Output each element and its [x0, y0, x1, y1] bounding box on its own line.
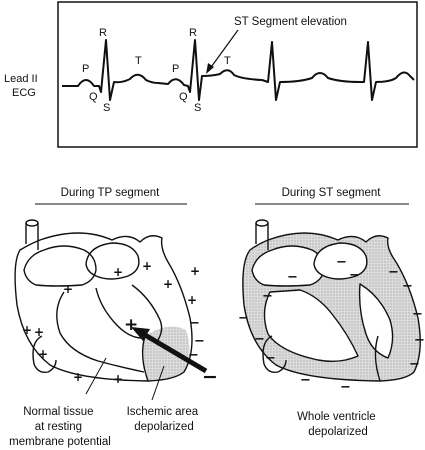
plus-sign: + — [163, 277, 173, 291]
minus-sign: − — [254, 332, 265, 347]
minus-sign: − — [409, 357, 420, 372]
ecg-panel: Lead II ECG P R Q S T P R Q S T ST Segme… — [4, 1, 418, 148]
st-elevation-annotation: ST Segment elevation — [234, 16, 347, 28]
plus-sign: + — [38, 347, 48, 361]
label-t-1: T — [135, 55, 142, 67]
plus-sign: + — [63, 282, 73, 296]
plus-sign: + — [113, 372, 123, 386]
label-t-2: T — [224, 55, 231, 67]
minus-sign: − — [414, 333, 425, 348]
injury-current-vector: + − — [124, 315, 218, 388]
ecg-lead-label: Lead II ECG — [4, 73, 41, 99]
plus-sign: + — [34, 325, 44, 339]
ecg-trace — [62, 39, 415, 101]
ecg-lead-label-line2: ECG — [12, 87, 36, 99]
caption-ischemic-area: Ischemic area depolarized — [127, 406, 202, 433]
label-p-1: P — [82, 63, 89, 75]
st-elevation-arrow — [208, 29, 239, 71]
left-heart-signs: + + + + + + + + + + + − − − — [22, 259, 205, 386]
plus-sign: + — [73, 370, 83, 384]
ischemic-area-pointer — [151, 365, 165, 401]
caption-whole-ventricle: Whole ventricle depolarized — [297, 411, 379, 438]
right-panel: During ST segment − − − − − − − − − — [238, 187, 425, 438]
minus-sign: − — [340, 380, 351, 395]
ecg-frame — [57, 1, 418, 148]
label-s-2: S — [194, 102, 201, 114]
minus-sign: − — [287, 270, 298, 285]
plus-sign: + — [113, 265, 123, 279]
minus-sign: − — [349, 268, 360, 283]
minus-sign: − — [194, 334, 205, 349]
minus-sign: − — [188, 348, 199, 363]
minus-sign: − — [388, 265, 399, 280]
st-elevation-arrowhead — [206, 63, 214, 74]
minus-sign: − — [402, 279, 413, 294]
minus-sign: − — [336, 255, 347, 270]
vector-plus-sign: + — [124, 315, 138, 335]
plus-sign: + — [190, 264, 200, 278]
minus-sign: − — [412, 307, 423, 322]
right-heart-signs: − − − − − − − − − − − − − − — [238, 255, 425, 395]
label-q-1: Q — [89, 91, 98, 103]
label-p-2: P — [172, 63, 179, 75]
ecg-lead-label-line1: Lead II — [4, 73, 38, 85]
minus-sign: − — [262, 289, 273, 304]
right-heart — [242, 219, 421, 382]
minus-sign: − — [238, 311, 249, 326]
left-panel-title: During TP segment — [61, 187, 160, 199]
plus-sign: + — [22, 323, 32, 337]
plus-sign: + — [142, 259, 152, 273]
right-panel-title: During ST segment — [282, 187, 382, 199]
label-r-1: R — [99, 27, 107, 39]
label-q-2: Q — [179, 91, 188, 103]
left-panel: During TP segment + + + — [9, 187, 218, 448]
plus-sign: + — [187, 293, 197, 307]
normal-tissue-pointer — [85, 357, 107, 395]
label-r-2: R — [189, 27, 197, 39]
vector-minus-sign: − — [202, 366, 218, 388]
label-s-1: S — [103, 102, 110, 114]
minus-sign: − — [189, 316, 200, 331]
caption-normal-tissue: Normal tissue at resting membrane potent… — [9, 406, 111, 448]
minus-sign: − — [300, 373, 311, 388]
minus-sign: − — [265, 351, 276, 366]
